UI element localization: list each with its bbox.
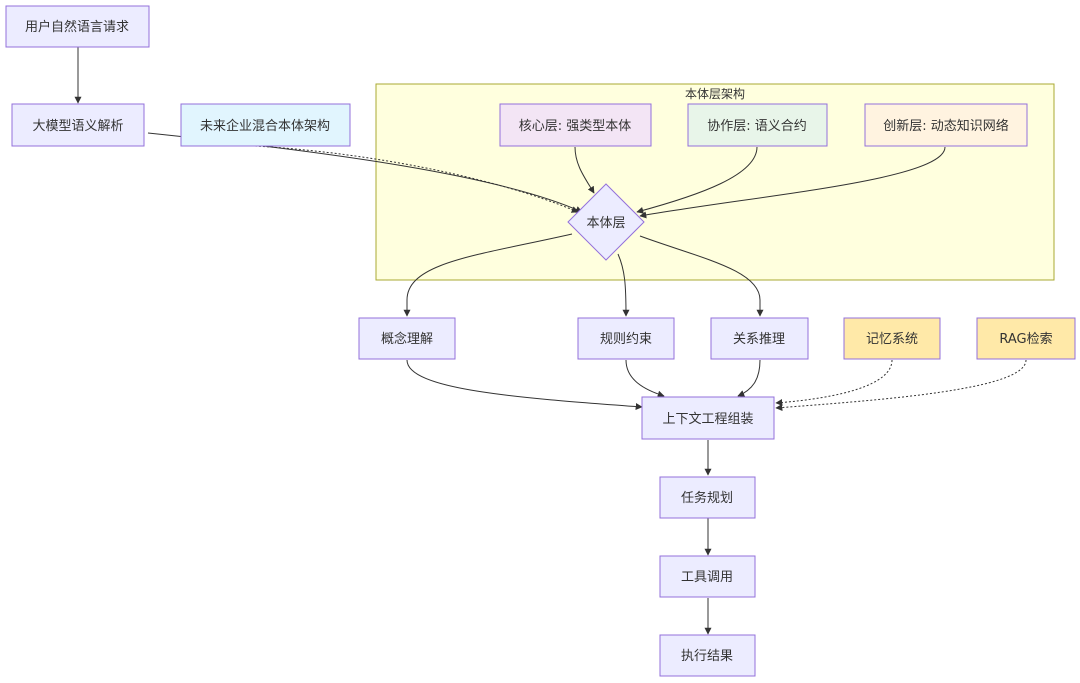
node-future-architecture[interactable]: 未来企业混合本体架构 [180,103,351,147]
edge-collab-to-ontology [636,146,758,214]
node-label: 记忆系统 [866,331,918,347]
node-label: RAG检索 [999,332,1052,347]
edge-memory-to-context [775,359,893,406]
node-label: 用户自然语言请求 [25,19,129,35]
node-label: 规则约束 [600,332,652,347]
node-context-assembly[interactable]: 上下文工程组装 [641,396,775,440]
node-tool-invocation[interactable]: 工具调用 [659,555,756,598]
edge-ontology-to-rules [617,253,630,317]
node-concept-understanding[interactable]: 概念理解 [358,317,456,360]
node-rule-constraints[interactable]: 规则约束 [577,317,675,360]
node-rag-retrieval[interactable]: RAG检索 [976,317,1076,360]
node-relation-reasoning[interactable]: 关系推理 [710,317,809,360]
node-label: 核心层: 强类型本体 [519,119,632,134]
node-label: 任务规划 [681,490,733,506]
node-label: 概念理解 [381,331,433,347]
node-innovation-layer[interactable]: 创新层: 动态知识网络 [864,103,1028,147]
node-core-layer[interactable]: 核心层: 强类型本体 [499,103,652,147]
edge-innov-to-ontology [639,146,946,219]
node-execution-result[interactable]: 执行结果 [659,634,756,677]
node-label: 上下文工程组装 [662,412,753,427]
node-task-planning[interactable]: 任务规划 [659,476,756,519]
edge-ontology-to-relation [639,235,764,317]
edge-future-to-ontology [254,145,579,213]
edge-relation-to-context [737,359,761,397]
edge-rules-to-context [625,359,665,398]
node-label: 协作层: 语义合约 [707,119,807,134]
node-ontology-layer[interactable]: 本体层 [567,183,645,261]
node-memory-system[interactable]: 记忆系统 [843,317,941,360]
node-label: 工具调用 [681,570,733,585]
group-title: 本体层架构 [685,86,745,101]
node-llm-parse[interactable]: 大模型语义解析 [11,103,145,147]
node-user-request[interactable]: 用户自然语言请求 [5,5,150,48]
edge-rag-to-context [775,359,1027,412]
edges [74,47,1027,635]
node-label: 执行结果 [681,649,733,664]
edge-concept-to-context [406,359,643,411]
node-label: 未来企业混合本体架构 [200,118,330,134]
node-label: 大模型语义解析 [32,119,123,134]
node-label: 本体层 [586,216,625,231]
node-label: 关系推理 [733,332,785,347]
node-label: 创新层: 动态知识网络 [883,118,1009,134]
edge-ontology-to-concept [403,233,573,317]
node-collab-layer[interactable]: 协作层: 语义合约 [687,103,828,147]
edge-core-to-ontology [574,146,595,194]
